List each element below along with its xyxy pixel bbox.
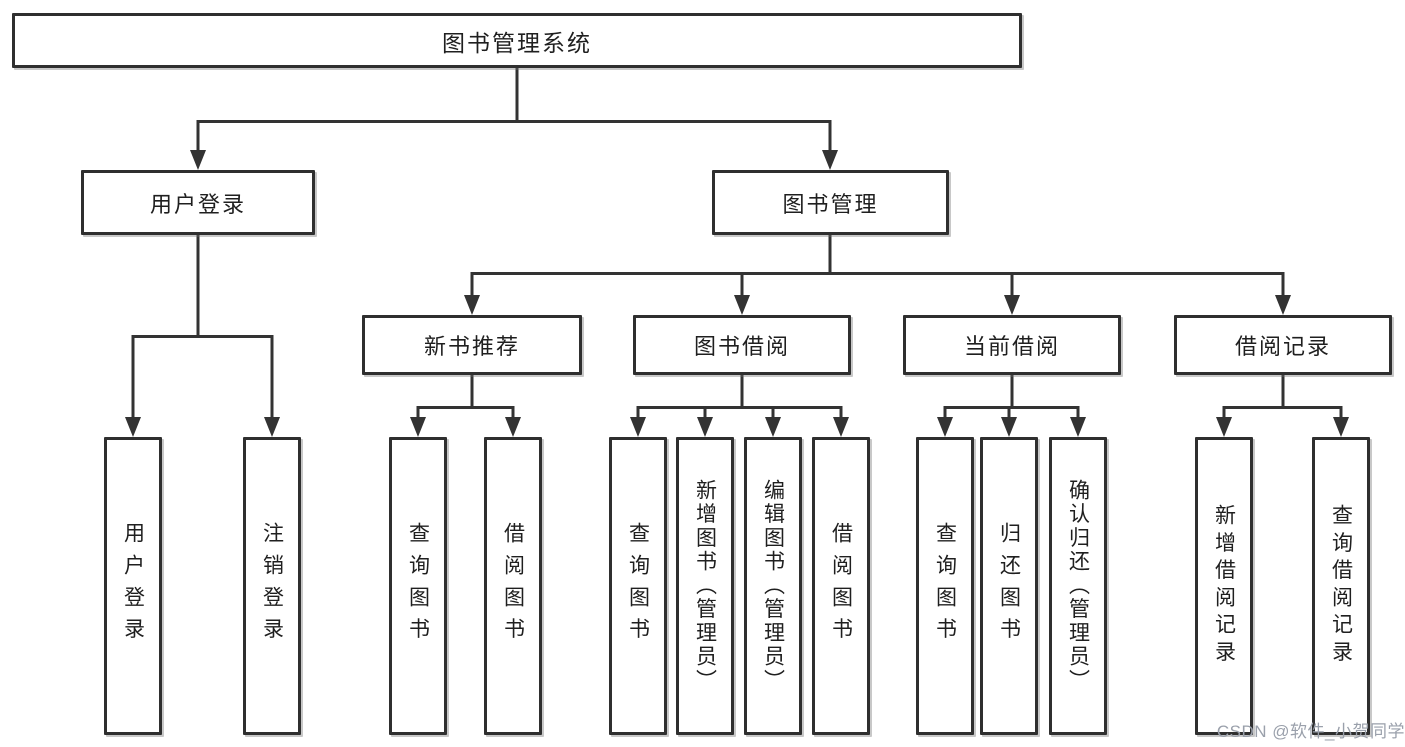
leaf-return-books: 归还图书 xyxy=(980,437,1038,735)
leaf-confirm-return-admin: 确认归还（管理员） xyxy=(1049,437,1107,735)
leaf-add-borrow-record: 新增借阅记录 xyxy=(1195,437,1253,735)
leaf-edit-books-admin: 编辑图书（管理员） xyxy=(744,437,802,735)
node-borrow-record-label: 借阅记录 xyxy=(1234,334,1331,359)
leaf-query-books-current-label: 查询图书 xyxy=(933,522,957,650)
node-book-management-label: 图书管理 xyxy=(782,191,879,217)
node-user-login: 用户登录 xyxy=(81,170,315,235)
leaf-query-books-recommend: 查询图书 xyxy=(389,437,447,735)
connector-book-borrow-children xyxy=(630,375,849,437)
connector-current-borrow-children xyxy=(937,375,1086,437)
leaf-query-books-borrow-label: 查询图书 xyxy=(626,522,650,650)
leaf-borrow-books: 借阅图书 xyxy=(812,437,870,735)
node-user-login-label: 用户登录 xyxy=(149,191,246,217)
leaf-add-books-admin: 新增图书（管理员） xyxy=(676,437,734,735)
leaf-borrow-books-recommend-label: 借阅图书 xyxy=(501,522,525,650)
node-current-borrow-label: 当前借阅 xyxy=(963,334,1060,359)
node-borrow-record: 借阅记录 xyxy=(1174,315,1392,375)
leaf-add-borrow-record-label: 新增借阅记录 xyxy=(1212,504,1236,668)
leaf-query-borrow-record-label: 查询借阅记录 xyxy=(1329,504,1353,668)
leaf-confirm-return-admin-label: 确认归还（管理员） xyxy=(1066,479,1090,693)
node-new-book-recommend: 新书推荐 xyxy=(362,315,582,375)
connector-root-to-level2 xyxy=(190,68,838,170)
leaf-borrow-books-label: 借阅图书 xyxy=(829,522,853,650)
node-book-management: 图书管理 xyxy=(712,170,949,235)
leaf-user-login-label: 用户登录 xyxy=(121,522,145,650)
connector-new-book-rec-children xyxy=(410,375,521,437)
connector-user-login-children xyxy=(125,235,280,437)
leaf-add-books-admin-label: 新增图书（管理员） xyxy=(693,479,717,693)
leaf-borrow-books-recommend: 借阅图书 xyxy=(484,437,542,735)
node-library-system: 图书管理系统 xyxy=(12,13,1022,68)
node-book-borrow: 图书借阅 xyxy=(633,315,851,375)
leaf-query-books-current: 查询图书 xyxy=(916,437,974,735)
csdn-watermark: CSDN @软件_小贺同学 xyxy=(1216,722,1405,741)
leaf-query-books-recommend-label: 查询图书 xyxy=(406,522,430,650)
connector-book-mgmt-children xyxy=(464,235,1291,315)
leaf-edit-books-admin-label: 编辑图书（管理员） xyxy=(761,479,785,693)
connector-borrow-record-children xyxy=(1216,375,1349,437)
leaf-user-login: 用户登录 xyxy=(104,437,162,735)
leaf-return-books-label: 归还图书 xyxy=(997,522,1021,650)
node-current-borrow: 当前借阅 xyxy=(903,315,1121,375)
leaf-logout: 注销登录 xyxy=(243,437,301,735)
node-library-system-label: 图书管理系统 xyxy=(442,29,592,56)
node-book-borrow-label: 图书借阅 xyxy=(693,334,790,359)
node-new-book-recommend-label: 新书推荐 xyxy=(423,334,520,359)
leaf-logout-label: 注销登录 xyxy=(260,522,284,650)
leaf-query-borrow-record: 查询借阅记录 xyxy=(1312,437,1370,735)
leaf-query-books-borrow: 查询图书 xyxy=(609,437,667,735)
